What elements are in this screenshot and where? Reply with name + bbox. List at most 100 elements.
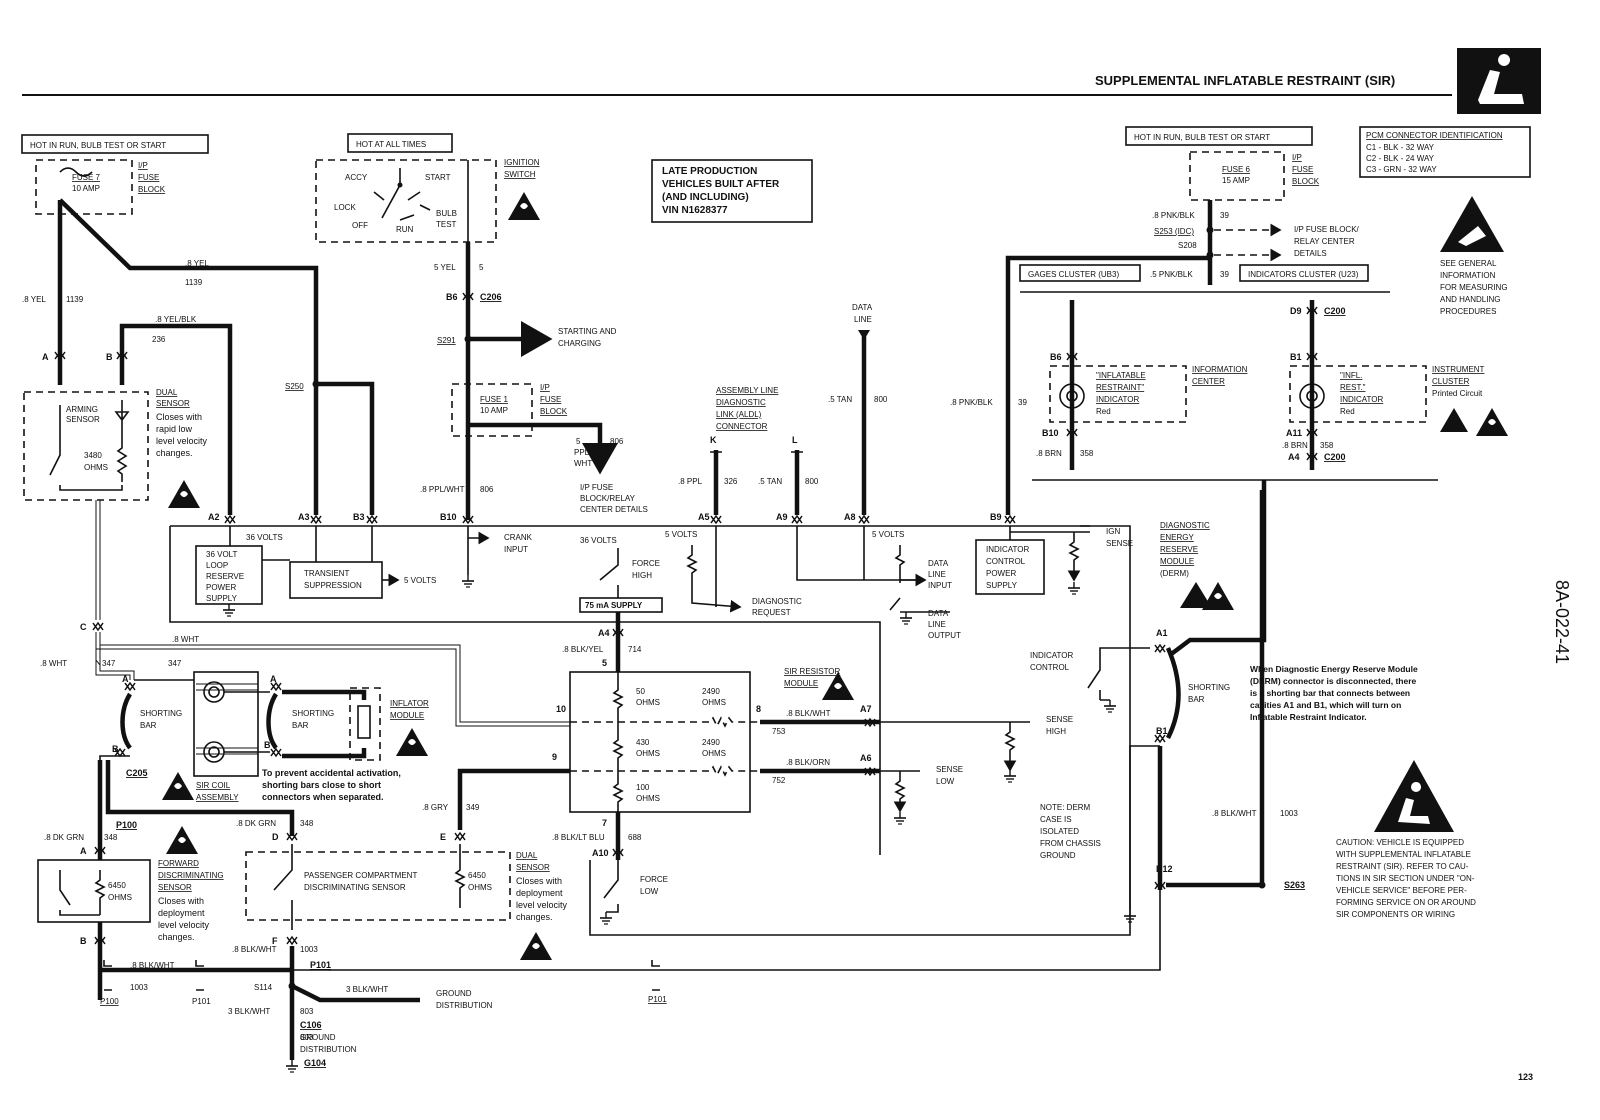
page-title: SUPPLEMENTAL INFLATABLE RESTRAINT (SIR) bbox=[1095, 73, 1395, 88]
info-bulb-inner-icon bbox=[1066, 390, 1078, 402]
wire-1139-label-2: 1139 bbox=[66, 295, 84, 304]
accidental-2: shorting bars close to short bbox=[262, 780, 381, 790]
caution-4: TIONS IN SIR SECTION UNDER "ON- bbox=[1336, 874, 1475, 883]
dual-sensor-top-desc-4: changes. bbox=[156, 448, 193, 458]
pin-a11: A11 bbox=[1286, 428, 1302, 438]
wire-3blkwht-a: 3 BLK/WHT bbox=[346, 985, 388, 994]
ignition-switch-box bbox=[315, 159, 497, 243]
wire-236-label: 236 bbox=[152, 335, 166, 344]
dual-bottom-3: Closes with bbox=[516, 876, 562, 886]
wire-yel-label-1: .8 YEL bbox=[185, 259, 209, 268]
fuse7-block-label-3: BLOCK bbox=[138, 185, 166, 194]
wire-39-b: 39 bbox=[1220, 270, 1229, 279]
derm-inner-bracket bbox=[1129, 745, 1160, 910]
conn-b-top: B bbox=[106, 352, 113, 362]
conn-p101-a: P101 bbox=[310, 960, 331, 970]
pin-7: 8 bbox=[756, 704, 761, 714]
caution-5: VEHICLE SERVICE" BEFORE PER- bbox=[1336, 886, 1467, 895]
ign-sense-1: IGN bbox=[1106, 527, 1120, 536]
fuse7-block-label-2: FUSE bbox=[138, 173, 159, 182]
derm-note-3: is a shorting bar that connects between bbox=[1250, 688, 1410, 698]
derm-case-3: ISOLATED bbox=[1040, 827, 1079, 836]
wire-806-c: WHT bbox=[574, 459, 592, 468]
wire-1003-bm: 1003 bbox=[300, 945, 318, 954]
pin-b10: B10 bbox=[440, 512, 457, 522]
shorting-bar-left bbox=[120, 692, 132, 750]
conn-c205: C205 bbox=[126, 768, 148, 778]
sense-high-rail bbox=[570, 716, 760, 728]
sense-high-1: SENSE bbox=[1046, 715, 1073, 724]
ignition-switch-label: IGNITION bbox=[504, 158, 540, 167]
sense-high-2: HIGH bbox=[1046, 727, 1066, 736]
wire-347-b: 347 bbox=[102, 659, 116, 668]
fuse1-box bbox=[451, 383, 533, 437]
ic-ind-3: INDICATOR bbox=[1340, 395, 1383, 404]
dual-sensor-top-title-2: SENSOR bbox=[156, 399, 190, 408]
wire-yelblk-label: .8 YEL/BLK bbox=[155, 315, 197, 324]
gages-cluster-box bbox=[1019, 264, 1141, 282]
splice-s114-label: S114 bbox=[254, 983, 273, 992]
info-ind-4: Red bbox=[1096, 407, 1111, 416]
wire-348-b: 348 bbox=[104, 833, 118, 842]
pass-2: DISCRIMINATING SENSOR bbox=[304, 883, 406, 892]
wire-348-a: 348 bbox=[300, 819, 314, 828]
wire-ppl: .8 PPL bbox=[678, 477, 703, 486]
wire-pnk-mid: .8 PNK/BLK bbox=[950, 398, 993, 407]
fwd-7: changes. bbox=[158, 932, 195, 942]
fuse1-block-3: BLOCK bbox=[540, 407, 568, 416]
wire-39-across bbox=[1005, 255, 1210, 515]
volts-5-c: 5 VOLTS bbox=[872, 530, 904, 539]
info-center-1: INFORMATION bbox=[1192, 365, 1248, 374]
caution-triangle-icon bbox=[1374, 760, 1454, 832]
ign-test: TEST bbox=[436, 220, 457, 229]
coil-ribbon bbox=[196, 683, 258, 755]
ground-dist-1: GROUND bbox=[436, 989, 472, 998]
ign-run: RUN bbox=[396, 225, 414, 234]
page-number: 123 bbox=[1518, 1072, 1533, 1082]
ic-ind-4: Red bbox=[1340, 407, 1355, 416]
ground-icon bbox=[899, 611, 913, 625]
derm-outline-top bbox=[169, 525, 1090, 855]
ic-label-2: CLUSTER bbox=[1432, 377, 1470, 386]
wire-blkorn: .8 BLK/ORN bbox=[786, 758, 830, 767]
esd-4: AND HANDLING bbox=[1440, 295, 1500, 304]
fuse6-block-1: I/P bbox=[1292, 153, 1302, 162]
fwd-6: level velocity bbox=[158, 920, 210, 930]
wire-blkltblu: .8 BLK/LT BLU bbox=[552, 833, 605, 842]
ohms-6450-b: 6450 bbox=[468, 871, 486, 880]
hot-all-times-box bbox=[347, 133, 453, 153]
splice-s263-label: S263 bbox=[1284, 880, 1305, 890]
hot-all-times-label: HOT AT ALL TIMES bbox=[356, 140, 426, 149]
late-production-box bbox=[651, 159, 813, 223]
conn-c: C bbox=[80, 622, 87, 632]
ground-icon bbox=[285, 1059, 299, 1073]
ohms-3480-unit: OHMS bbox=[84, 463, 108, 472]
dl-output-2: LINE bbox=[928, 620, 946, 629]
pin-b9: B9 bbox=[990, 512, 1002, 522]
dl-input-3: INPUT bbox=[928, 581, 952, 590]
wire-tan-a: .5 TAN bbox=[758, 477, 782, 486]
caution-seat-icon bbox=[1398, 782, 1430, 824]
fuse6-block-2: FUSE bbox=[1292, 165, 1313, 174]
pin-a2: A2 bbox=[208, 512, 220, 522]
pcm-id-box bbox=[1359, 126, 1531, 178]
data-line-internal bbox=[796, 526, 950, 613]
ground-icon bbox=[461, 574, 475, 588]
wire-1003-bottom bbox=[100, 890, 1161, 971]
caution-3: RESTRAINT (SIR). REFER TO CAU- bbox=[1336, 862, 1469, 871]
late-prod-3: (AND INCLUDING) bbox=[662, 192, 749, 203]
fuse6-label: FUSE 6 bbox=[1222, 165, 1251, 174]
fuse1-label: FUSE 1 bbox=[480, 395, 509, 404]
wire-wht-a: .8 WHT bbox=[172, 635, 199, 644]
pin-b3: B3 bbox=[353, 512, 365, 522]
conn-p101-c: P101 bbox=[648, 995, 667, 1004]
wire-yel-label-2: .8 YEL bbox=[22, 295, 46, 304]
inflator-2: MODULE bbox=[390, 711, 424, 720]
ohms-6450-b-unit: OHMS bbox=[468, 883, 492, 892]
derm-shorting-bar bbox=[1165, 647, 1181, 740]
a2-to-loop bbox=[229, 526, 373, 562]
wire-1003-bl: 1003 bbox=[130, 983, 148, 992]
pin-a6: A6 bbox=[860, 753, 872, 763]
ground-dist-2: DISTRIBUTION bbox=[436, 1001, 493, 1010]
pin-a4: A4 bbox=[598, 628, 610, 638]
